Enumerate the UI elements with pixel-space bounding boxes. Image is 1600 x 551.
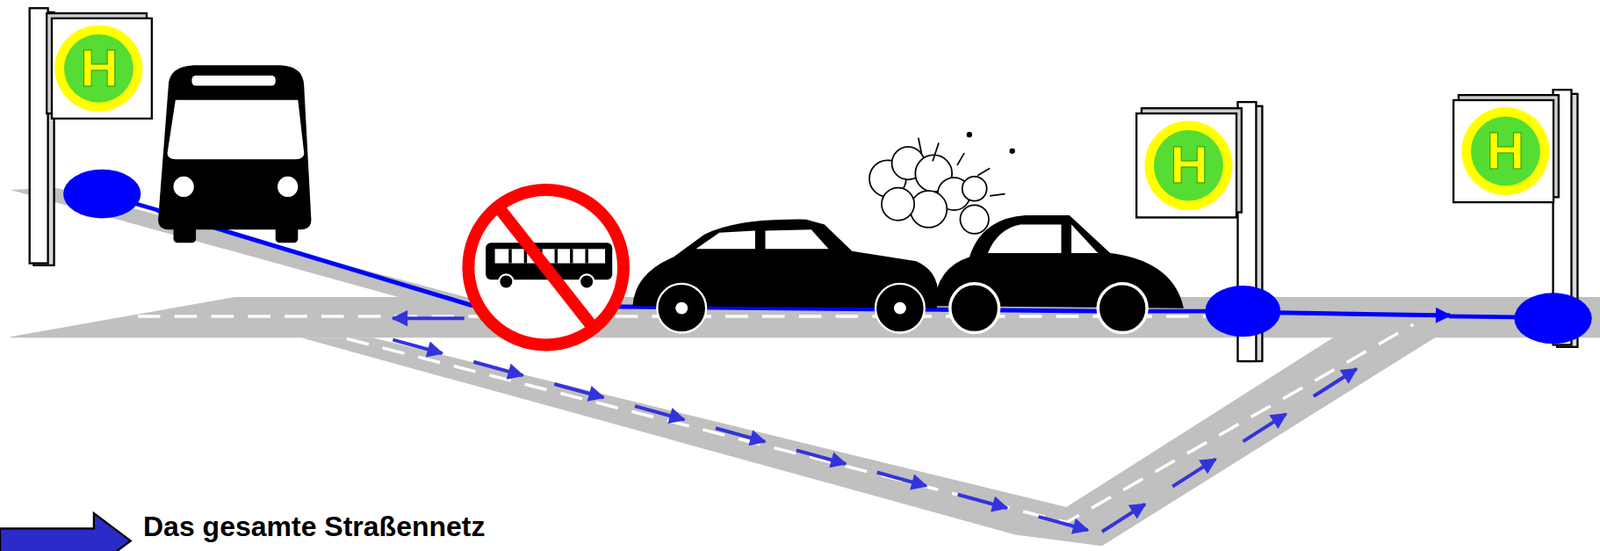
- route-arrow: [392, 316, 464, 320]
- sign-disc: [1470, 115, 1540, 186]
- detour-arrows: [392, 339, 1356, 532]
- sign-ring: [1461, 107, 1550, 195]
- sign-board: [51, 18, 152, 119]
- detour-arrow: [392, 339, 442, 354]
- detour-arrow: [554, 383, 604, 397]
- sign-disc: [1153, 129, 1224, 201]
- stop-dot: [1513, 292, 1592, 344]
- bus-stop-sign: H: [1133, 101, 1266, 337]
- detour-arrow: [1172, 458, 1216, 486]
- detour-arrow: [796, 449, 846, 463]
- sign-disc: [64, 34, 134, 103]
- pointer-arrow: [0, 512, 131, 551]
- sign-ring: [55, 25, 144, 112]
- stop-letter: H: [80, 42, 119, 95]
- stop-dot: [63, 169, 141, 219]
- caption-label: Das gesamte Straßennetz: [143, 511, 485, 542]
- sign-panel: H: [45, 12, 153, 121]
- detour-arrow: [1038, 516, 1089, 530]
- car: [632, 219, 938, 333]
- sign-board: [1136, 113, 1237, 217]
- detour-arrow: [715, 427, 765, 441]
- detour-arrow: [1313, 368, 1357, 397]
- detour-arrow: [1243, 413, 1287, 441]
- bus-stop-sign: H: [28, 7, 158, 223]
- detour-arrow: [958, 494, 1008, 508]
- stop-letter: H: [1486, 124, 1525, 178]
- sign-pole: [29, 7, 49, 263]
- stop-letter: H: [1170, 138, 1209, 192]
- detour-arrow: [1102, 504, 1146, 532]
- sign-board: [1453, 100, 1554, 202]
- bus-route: [1265, 312, 1450, 316]
- sign-panel: H: [1452, 93, 1560, 204]
- bus-stop-sign: H: [1449, 89, 1580, 347]
- detour-arrow: [634, 405, 685, 419]
- sign-panel: H: [1135, 107, 1243, 220]
- detour-arrow: [877, 472, 927, 486]
- detour-arrow: [473, 361, 523, 375]
- bus-icon: [158, 64, 311, 243]
- no-bus-sign: [468, 189, 624, 345]
- sign-ring: [1145, 120, 1233, 210]
- car: [933, 215, 1184, 333]
